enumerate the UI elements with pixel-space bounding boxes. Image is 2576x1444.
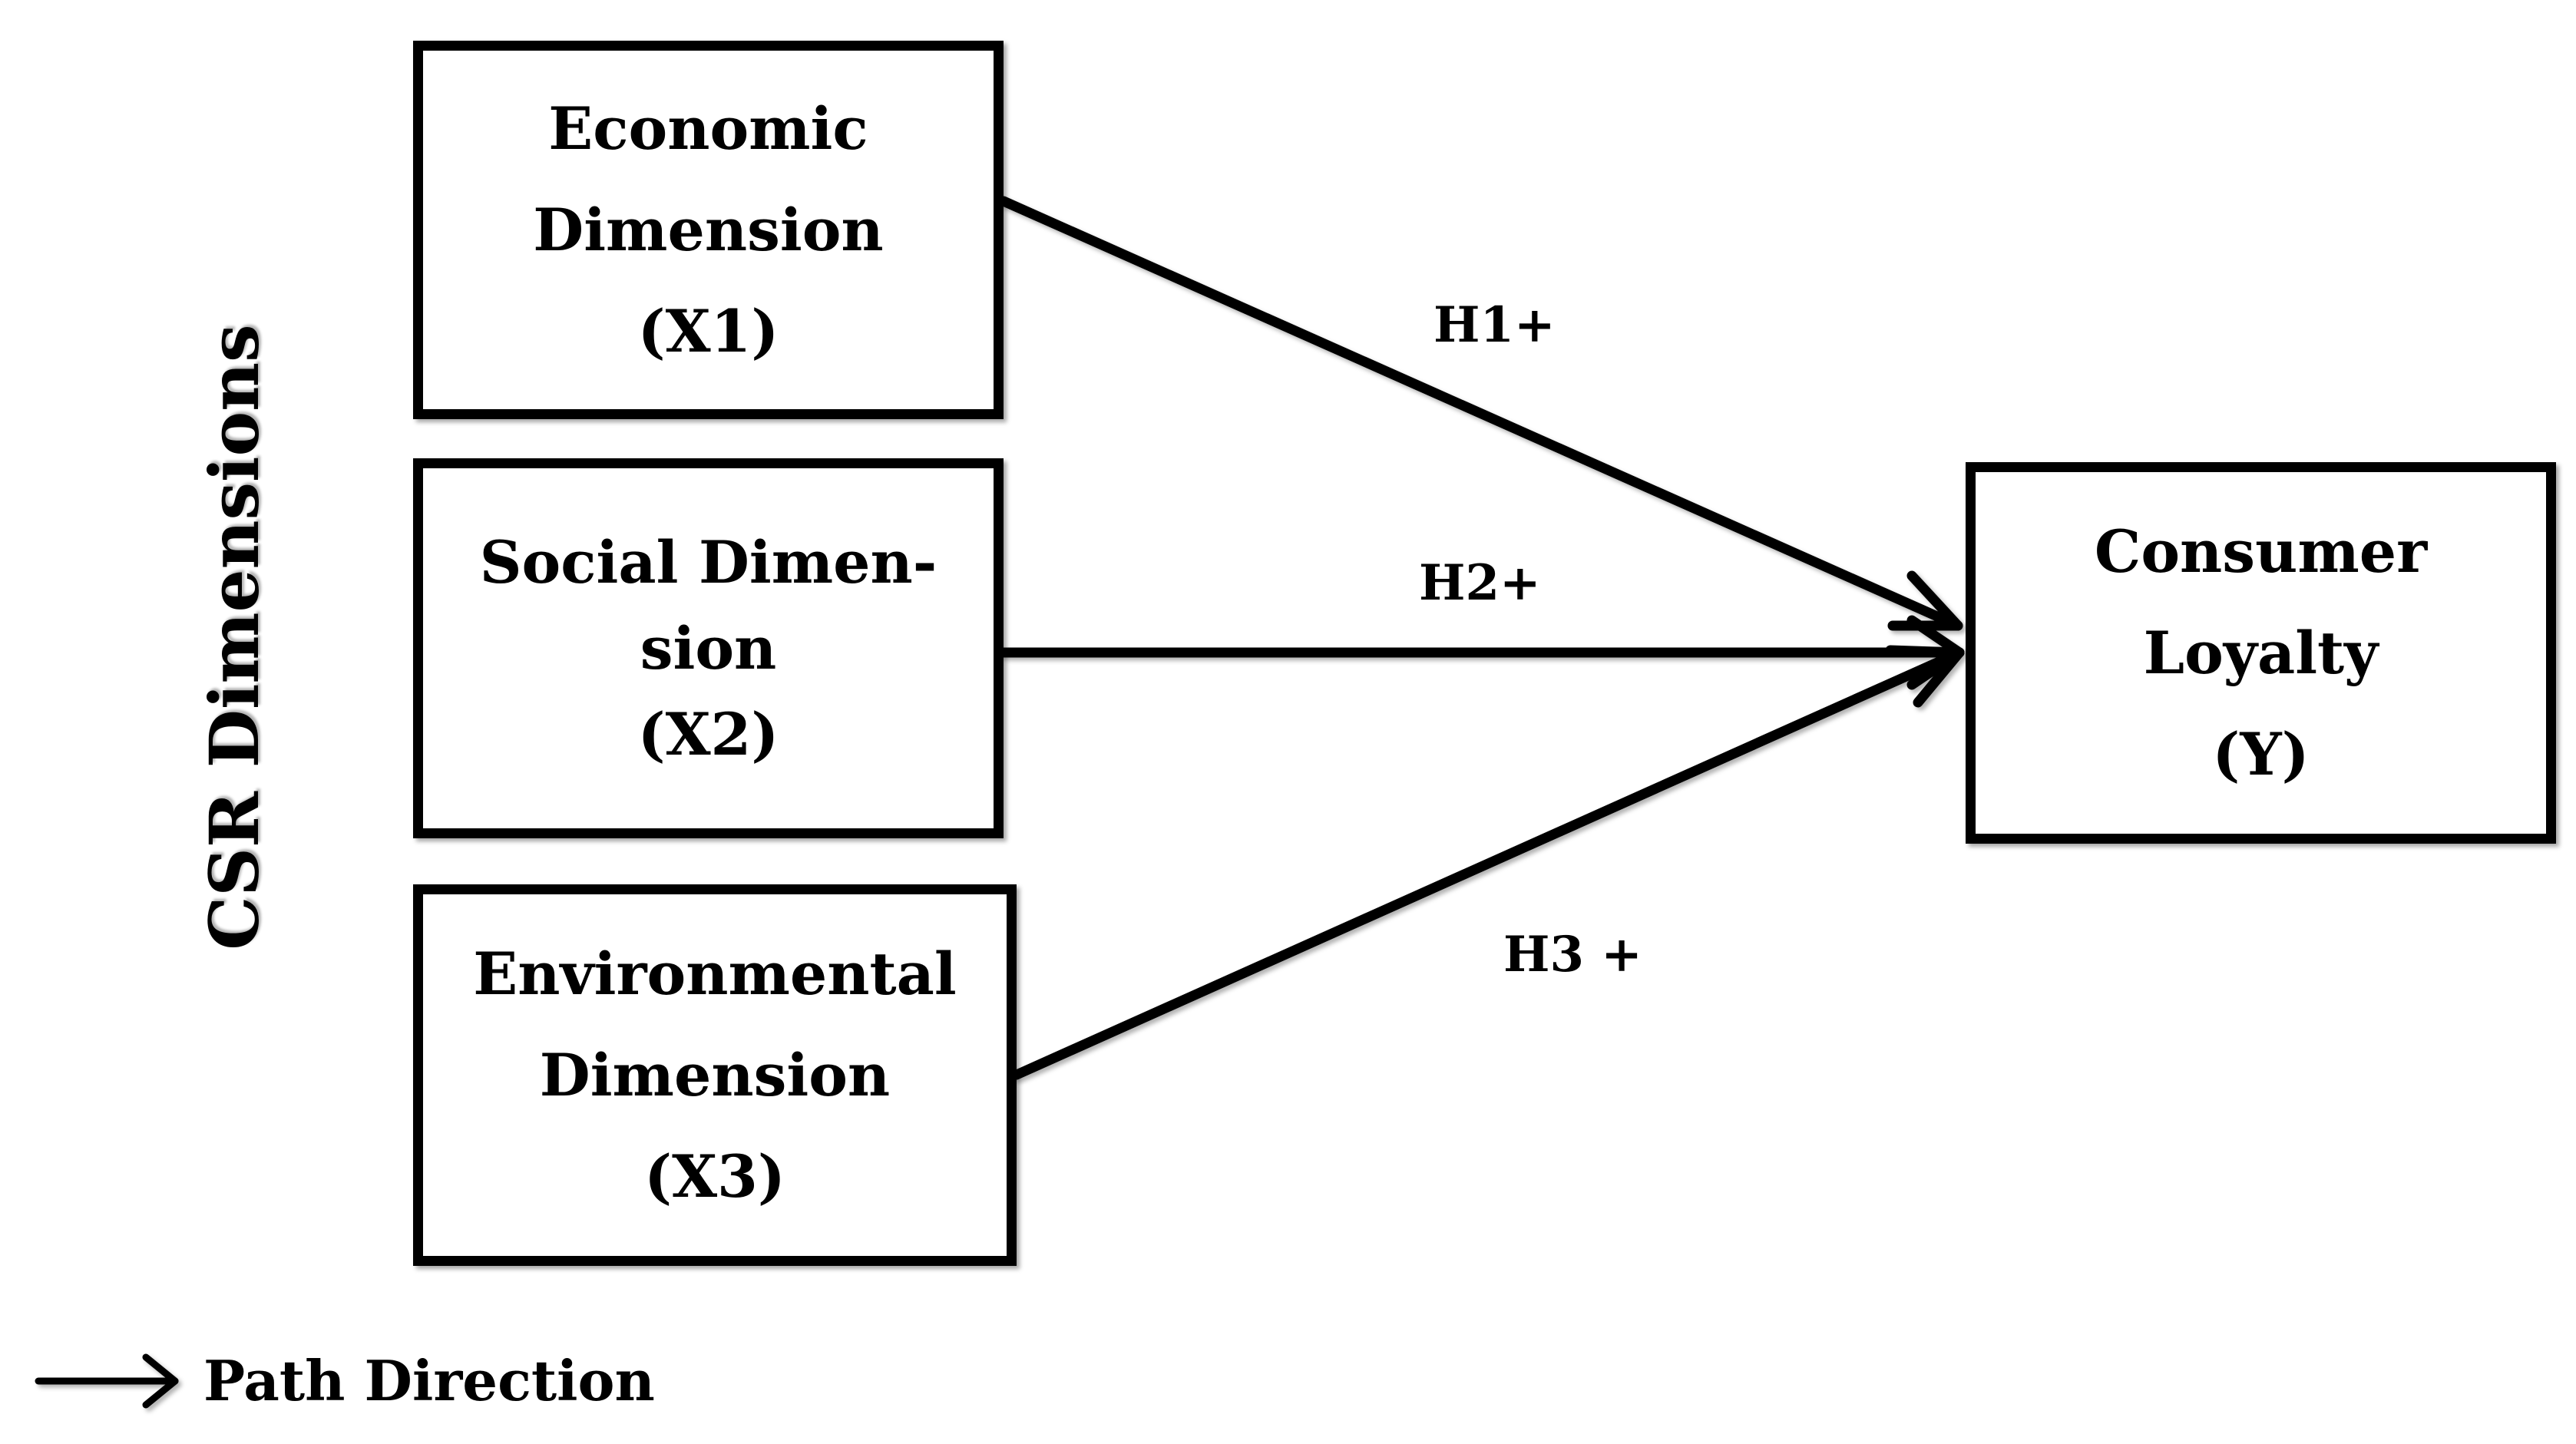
- environmental-dimension-box: Environmental Dimension (X3): [413, 884, 1017, 1266]
- box-variable-label: (X1): [637, 296, 779, 365]
- hypothesis-h3-label: H3 +: [1503, 926, 1642, 983]
- box-label-line: Dimension: [539, 1040, 891, 1109]
- csr-dimensions-title: CSR Dimensions: [194, 324, 274, 950]
- legend-path-direction-label: Path Direction: [203, 1348, 655, 1413]
- box-variable-label: (Y): [2212, 719, 2310, 788]
- box-label-line: Dimension: [533, 195, 884, 264]
- box-label-line: Economic: [548, 94, 868, 163]
- box-label-line: Social Dimen-: [479, 527, 937, 596]
- box-variable-label: (X3): [644, 1142, 785, 1211]
- social-dimension-box: Social Dimen- sion (X2): [413, 458, 1004, 838]
- hypothesis-h2-label: H2+: [1419, 554, 1541, 612]
- arrowhead-h3: [1885, 645, 1965, 708]
- economic-dimension-box: Economic Dimension (X1): [413, 41, 1004, 419]
- arrow-h1: [998, 196, 1963, 631]
- arrow-h3: [1011, 647, 1965, 1080]
- box-label-line: Consumer: [2094, 517, 2428, 586]
- box-label-line: Loyalty: [2143, 618, 2379, 687]
- hypothesis-h1-label: H1+: [1433, 296, 1556, 354]
- legend-arrowhead: [142, 1353, 179, 1409]
- consumer-loyalty-box: Consumer Loyalty (Y): [1966, 462, 2556, 844]
- box-variable-label: (X2): [637, 699, 779, 768]
- box-label-line: sion: [640, 613, 777, 682]
- box-label-line: Environmental: [473, 939, 957, 1008]
